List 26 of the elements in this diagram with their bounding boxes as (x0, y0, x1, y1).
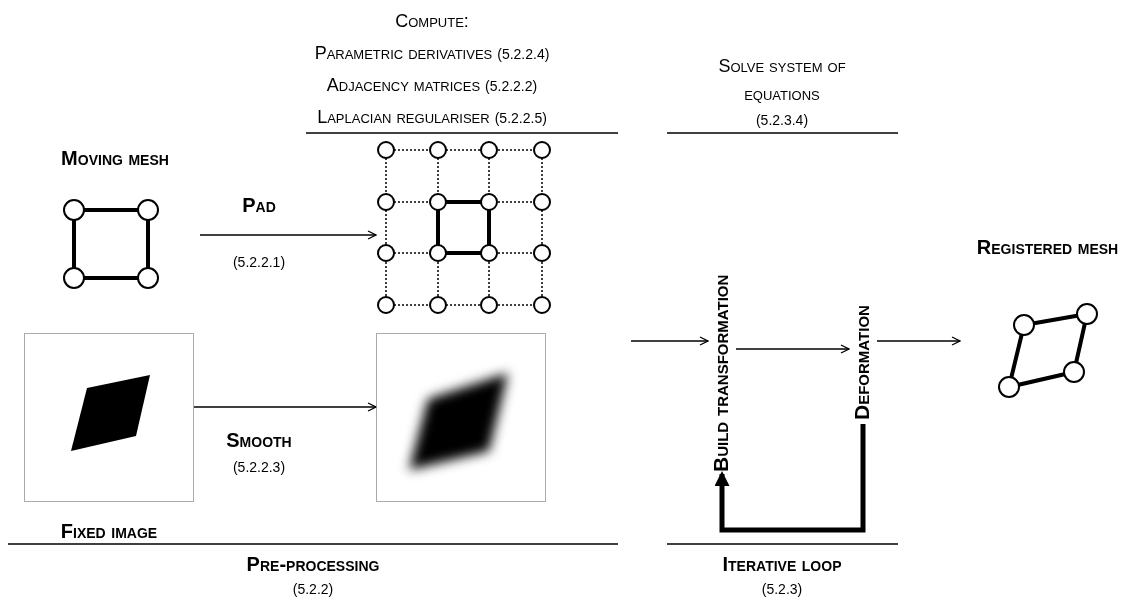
section-number: (5.2.3) (761, 580, 803, 598)
arrow (193, 402, 377, 412)
step-text: Adjacency matrices (326, 75, 481, 97)
section-number: (5.2.3.4) (755, 111, 809, 129)
section-number: (5.2.2.5) (494, 110, 547, 127)
section-number: (5.2.2.4) (497, 46, 550, 63)
arrow (630, 336, 709, 346)
step-text: Laplacian regulariser (317, 107, 490, 129)
section-number: (5.2.2.2) (485, 78, 538, 95)
loop-arrow (714, 424, 866, 533)
step-text: Parametric derivatives (314, 43, 493, 65)
section-number: (5.2.2.3) (232, 458, 286, 476)
section-number: (5.2.2) (292, 580, 334, 598)
step-text: Compute: (395, 11, 469, 33)
node-heading: Moving mesh (61, 146, 169, 170)
arrow (735, 344, 850, 354)
stage-title: Pre-processing (246, 552, 380, 576)
node-heading: Build transformation (708, 273, 733, 472)
arrow (199, 230, 377, 240)
arrow (876, 336, 961, 346)
step-text: Solve system of equations (717, 55, 847, 106)
stage-title: Iterative loop (722, 552, 842, 576)
section-number: (5.2.2.1) (232, 253, 286, 271)
node-heading: Deformation (849, 304, 874, 420)
node-heading: Fixed image (60, 519, 158, 543)
node-heading: Registered mesh (976, 235, 1119, 259)
